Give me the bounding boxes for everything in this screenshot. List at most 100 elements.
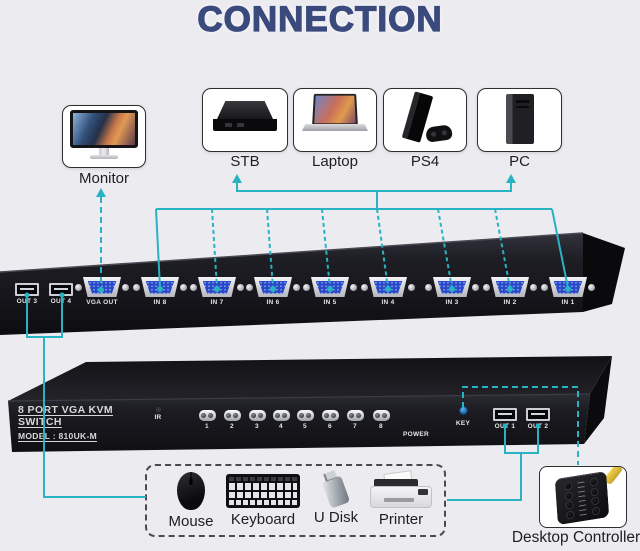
- laptop-label: Laptop: [312, 153, 358, 170]
- stb-label: STB: [230, 153, 260, 170]
- vga-port-out: VGA OUT: [75, 277, 129, 306]
- screw-icon: [293, 283, 300, 291]
- vga-port-in1: IN 1: [541, 277, 595, 306]
- vga-connector-icon: [549, 277, 587, 297]
- vga-connector-icon: [83, 277, 121, 297]
- channel-button-2: 2: [222, 410, 242, 430]
- vga-connector-icon: [433, 277, 471, 297]
- ps4-box: [383, 88, 467, 152]
- ir-sensor-icon: [155, 407, 161, 412]
- usb-slot-icon: [49, 283, 73, 296]
- channel-button-1: 1: [197, 410, 217, 430]
- desktop-controller-label: Desktop Controller: [511, 529, 640, 546]
- udisk-label: U Disk: [313, 509, 359, 526]
- stb-box: [202, 88, 288, 152]
- printer-icon: [370, 470, 432, 508]
- usb-port-out3: OUT 3: [14, 283, 40, 305]
- screw-icon: [190, 283, 197, 291]
- screw-icon: [361, 283, 368, 291]
- screw-icon: [237, 283, 244, 291]
- usb-port-out1: OUT 1: [492, 408, 518, 430]
- screw-icon: [75, 283, 82, 291]
- monitor-stand: [99, 148, 109, 155]
- power-label: POWER: [402, 431, 430, 438]
- usb-port-out2: OUT 2: [525, 408, 551, 430]
- screw-icon: [122, 283, 129, 291]
- screw-icon: [180, 283, 187, 291]
- screw-icon: [541, 283, 548, 291]
- pc-box: [477, 88, 562, 152]
- key-jack-icon: [458, 406, 468, 415]
- vga-port-in6: IN 6: [246, 277, 300, 306]
- front-panel-text: 8 PORT VGA KVM SWITCH MODEL : 810UK-M: [18, 404, 158, 441]
- push-button-icon: [272, 410, 290, 421]
- key-port: KEY: [451, 406, 475, 427]
- channel-button-6: 6: [320, 410, 340, 430]
- monitor-label: Monitor: [78, 170, 130, 187]
- monitor-base: [90, 155, 118, 159]
- accessory-keyboard: Keyboard: [225, 474, 301, 528]
- ir-sensor: IR: [148, 407, 168, 421]
- screw-icon: [483, 283, 490, 291]
- key-to-controller-line: [462, 386, 579, 465]
- vga-port-in8: IN 8: [133, 277, 187, 306]
- udisk-icon: [321, 475, 351, 509]
- screw-icon: [588, 283, 595, 291]
- vga-port-in3: IN 3: [425, 277, 479, 306]
- push-button-icon: [372, 410, 390, 421]
- product-name: 8 PORT VGA KVM SWITCH: [18, 404, 114, 428]
- channel-button-3: 3: [247, 410, 267, 430]
- mouse-icon: [177, 472, 205, 510]
- push-button-icon: [346, 410, 364, 421]
- keyboard-icon: [226, 474, 300, 508]
- accessory-mouse: Mouse: [166, 472, 216, 530]
- channel-button-4: 4: [271, 410, 291, 430]
- channel-button-8: 8: [371, 410, 391, 430]
- vga-connector-icon: [491, 277, 529, 297]
- push-button-icon: [198, 410, 216, 421]
- usb-slot-icon: [15, 283, 39, 296]
- stb-icon: [203, 101, 287, 131]
- rear-usb-to-accessories-line: [24, 292, 146, 498]
- laptop-box: [293, 88, 377, 152]
- vga-port-in2: IN 2: [483, 277, 537, 306]
- desktop-controller-icon: [554, 470, 610, 526]
- laptop-icon: [294, 93, 376, 131]
- ps4-icon: [384, 89, 466, 151]
- accessories-box: [145, 464, 446, 537]
- vga-port-in4: IN 4: [361, 277, 415, 306]
- accessory-udisk: U Disk: [312, 468, 360, 526]
- push-button-icon: [223, 410, 241, 421]
- screw-icon: [133, 283, 140, 291]
- screw-icon: [425, 283, 432, 291]
- channel-button-7: 7: [345, 410, 365, 430]
- screw-icon: [246, 283, 253, 291]
- vga-connector-icon: [254, 277, 292, 297]
- push-button-icon: [248, 410, 266, 421]
- usb-slot-icon: [526, 408, 550, 421]
- sources-bracket: [232, 174, 516, 209]
- push-button-icon: [296, 410, 314, 421]
- monitor-box: [62, 105, 146, 168]
- screw-icon: [303, 283, 310, 291]
- front-usb-to-accessories-line: [447, 423, 541, 501]
- mouse-label: Mouse: [168, 513, 214, 530]
- desktop-controller-box: [539, 466, 627, 528]
- monitor-icon: [63, 110, 145, 159]
- printer-label: Printer: [378, 511, 424, 528]
- screw-icon: [530, 283, 537, 291]
- vga-connector-icon: [141, 277, 179, 297]
- screw-icon: [350, 283, 357, 291]
- gamepad-icon: [425, 124, 453, 143]
- ps4-label: PS4: [410, 153, 440, 170]
- monitor-screen: [70, 110, 138, 148]
- screw-icon: [408, 283, 415, 291]
- pc-icon: [478, 94, 561, 144]
- model-number: MODEL : 810UK-M: [18, 431, 97, 441]
- vga-connector-icon: [369, 277, 407, 297]
- keyboard-label: Keyboard: [230, 511, 296, 528]
- accessory-printer: Printer: [368, 470, 434, 528]
- vga-port-in5: IN 5: [303, 277, 357, 306]
- push-button-icon: [321, 410, 339, 421]
